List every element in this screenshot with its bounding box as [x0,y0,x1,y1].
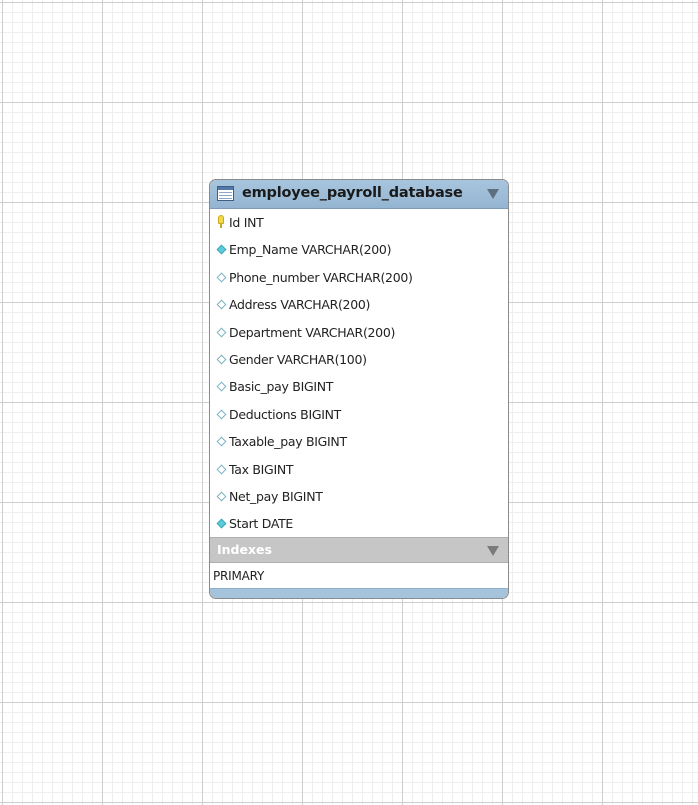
empty-diamond-icon [216,327,227,338]
column-label: Tax BIGINT [229,461,294,477]
column-label: Address VARCHAR(200) [229,297,371,313]
column-label: Id INT [229,215,264,230]
table-footer [210,588,508,598]
columns-section: Id INT Emp_Name VARCHAR(200) Phone_numbe… [210,209,508,537]
index-row[interactable]: PRIMARY [210,563,508,590]
column-label: Taxable_pay BIGINT [229,434,347,450]
empty-diamond-icon [216,381,227,392]
column-row[interactable]: Deductions BIGINT [210,401,508,428]
collapse-arrow-icon[interactable] [487,189,499,199]
table-title: employee_payroll_database [242,185,463,201]
table-entity[interactable]: employee_payroll_database Id INT Emp_Nam… [209,179,509,599]
empty-diamond-icon [216,491,227,502]
index-label: PRIMARY [213,569,265,583]
column-label: Basic_pay BIGINT [229,379,334,395]
column-row[interactable]: Address VARCHAR(200) [210,291,508,318]
indexes-collapse-arrow-icon[interactable] [487,546,499,556]
column-row[interactable]: Net_pay BIGINT [210,483,508,510]
empty-diamond-icon [216,436,227,447]
column-row[interactable]: Emp_Name VARCHAR(200) [210,236,508,263]
column-row[interactable]: Basic_pay BIGINT [210,373,508,400]
indexes-header[interactable]: Indexes [210,537,508,563]
column-label: Department VARCHAR(200) [229,324,396,340]
column-row[interactable]: Tax BIGINT [210,456,508,483]
column-label: Deductions BIGINT [229,406,341,422]
column-row[interactable]: Id INT [210,209,508,236]
column-label: Start DATE [229,516,294,532]
column-label: Phone_number VARCHAR(200) [229,269,413,285]
table-icon [217,186,234,201]
empty-diamond-icon [216,409,227,420]
key-icon [217,215,225,228]
column-row[interactable]: Taxable_pay BIGINT [210,428,508,455]
column-row[interactable]: Phone_number VARCHAR(200) [210,264,508,291]
column-row[interactable]: Start DATE [210,510,508,537]
column-label: Emp_Name VARCHAR(200) [229,242,392,258]
empty-diamond-icon [216,272,227,283]
column-label: Gender VARCHAR(100) [229,351,367,367]
indexes-label: Indexes [217,542,272,557]
column-label: Net_pay BIGINT [229,488,323,504]
filled-diamond-icon [216,244,227,255]
column-row[interactable]: Department VARCHAR(200) [210,319,508,346]
filled-diamond-icon [216,518,227,529]
table-header[interactable]: employee_payroll_database [210,180,508,209]
empty-diamond-icon [216,299,227,310]
empty-diamond-icon [216,464,227,474]
column-row[interactable]: Gender VARCHAR(100) [210,346,508,373]
empty-diamond-icon [216,354,227,365]
